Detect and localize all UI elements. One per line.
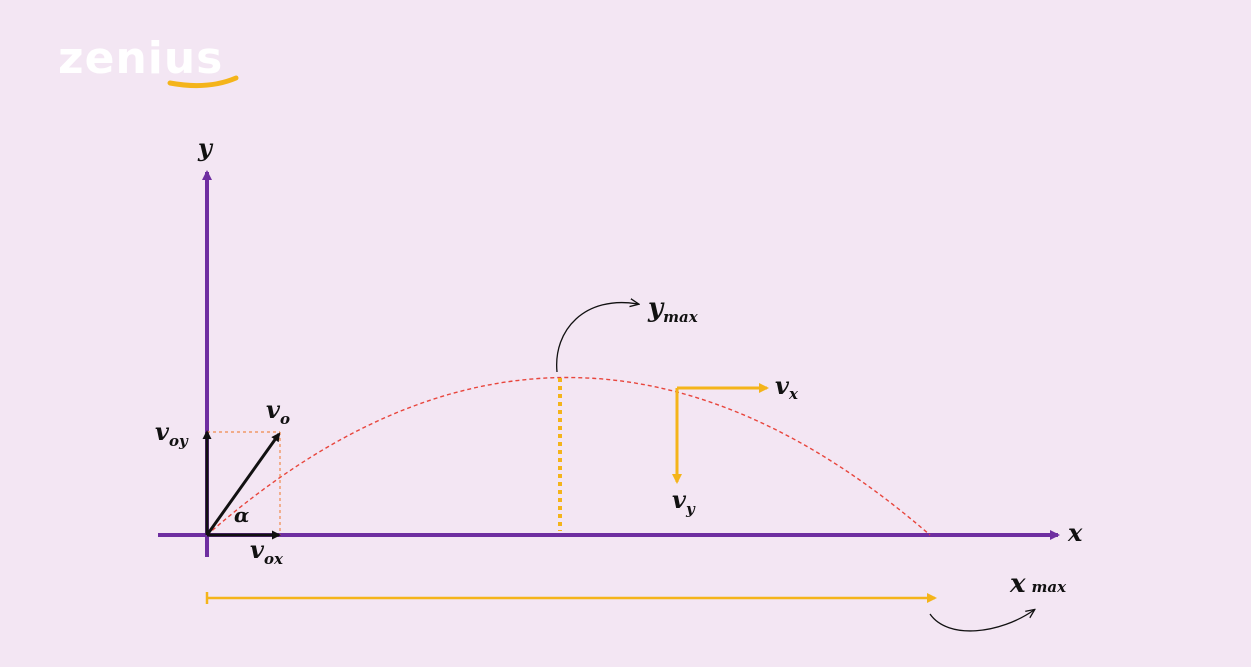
v0y-label: voy — [155, 417, 189, 450]
xmax-callout-arrow — [929, 610, 1034, 632]
vx-label: vx — [775, 371, 799, 403]
logo-underline — [167, 75, 239, 89]
alpha-label: α — [234, 503, 249, 527]
v0-label: vo — [266, 395, 290, 428]
vy-label: vy — [672, 485, 696, 518]
x-axis-label: x — [1067, 518, 1083, 547]
zenius-logo: zenius — [58, 28, 248, 98]
y-axis-label: y — [197, 133, 214, 162]
v0x-label: vox — [250, 535, 284, 568]
logo-text: zenius — [58, 33, 224, 84]
ymax-callout-arrow — [556, 303, 638, 373]
trajectory-curve — [206, 376, 931, 536]
ymax-label: ymax — [647, 293, 699, 326]
v0-vector — [205, 432, 281, 536]
